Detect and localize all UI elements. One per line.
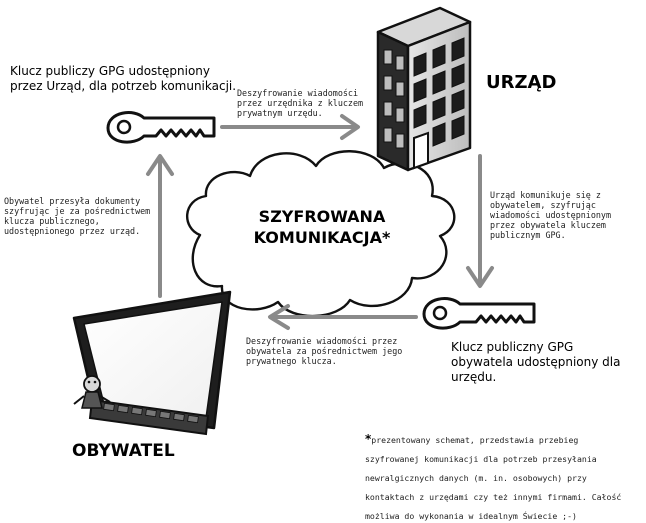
arrow-to-urzad bbox=[220, 114, 360, 140]
arrow-to-obywatel bbox=[268, 304, 418, 330]
footnote-block: *prezentowany schemat, przedstawia przeb… bbox=[365, 428, 635, 523]
arrow-obywatel-up bbox=[146, 154, 174, 298]
top-left-key-caption: Klucz publiczy GPG udostępniony przez Ur… bbox=[10, 64, 237, 93]
key-icon-public-urzad bbox=[106, 111, 216, 144]
obywatel-label: OBYWATEL bbox=[72, 441, 175, 461]
cloud-label: SZYFROWANA KOMUNIKACJA* bbox=[253, 207, 391, 247]
diagram-canvas bbox=[72, 6, 536, 436]
cloud-shape bbox=[185, 150, 456, 318]
bottom-arrow-caption: Deszyfrowanie wiadomości przez obywatela… bbox=[246, 336, 403, 366]
monitor-icon bbox=[72, 290, 232, 436]
arrow-urzad-down bbox=[466, 154, 494, 288]
bottom-right-key-caption: Klucz publiczny GPG obywatela udostępnio… bbox=[451, 340, 621, 384]
footnote-text: prezentowany schemat, przedstawia przebi… bbox=[365, 435, 622, 521]
right-caption: Urząd komunikuje się z obywatelem, szyfr… bbox=[490, 190, 612, 240]
arrow-to-urzad-caption: Deszyfrowanie wiadomości przez urzędnika… bbox=[237, 88, 364, 118]
footnote-asterisk: * bbox=[365, 432, 372, 446]
key-icon-public-obywatel bbox=[422, 297, 536, 330]
building-icon bbox=[376, 6, 472, 172]
left-caption: Obywatel przesyła dokumenty szyfrując je… bbox=[4, 196, 151, 236]
citizen-figure-icon bbox=[73, 375, 111, 409]
urzad-label: URZĄD bbox=[486, 72, 557, 93]
